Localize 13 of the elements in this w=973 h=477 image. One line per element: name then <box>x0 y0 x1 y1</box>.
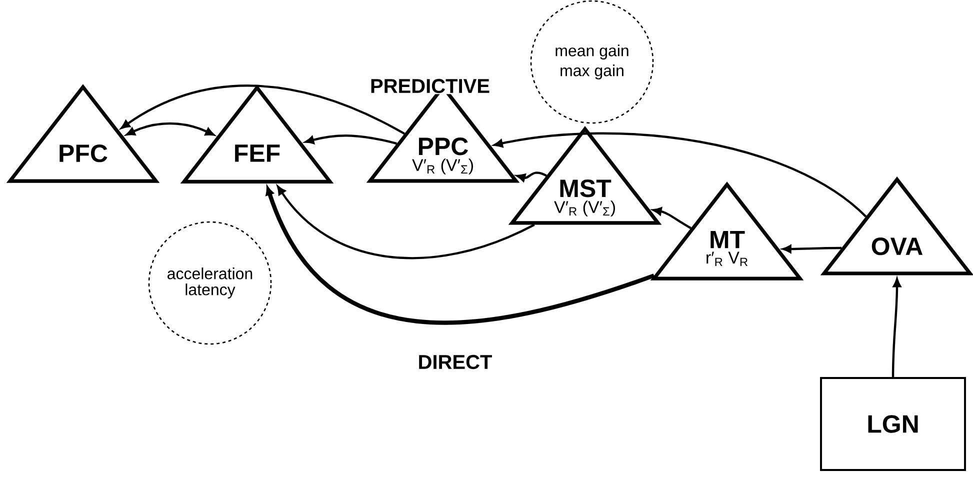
edge-label: PREDICTIVE <box>369 78 492 94</box>
arrow <box>494 132 867 218</box>
arrow <box>266 186 655 325</box>
area-box: LGN <box>820 377 966 471</box>
arrow <box>126 122 214 136</box>
arrow <box>892 278 902 378</box>
arrow <box>516 172 547 182</box>
arrow <box>120 84 405 135</box>
edge-label: DIRECT <box>416 354 494 370</box>
arrow <box>277 186 535 260</box>
arrow <box>782 244 842 254</box>
arrow <box>305 134 398 145</box>
arrow <box>652 207 692 230</box>
